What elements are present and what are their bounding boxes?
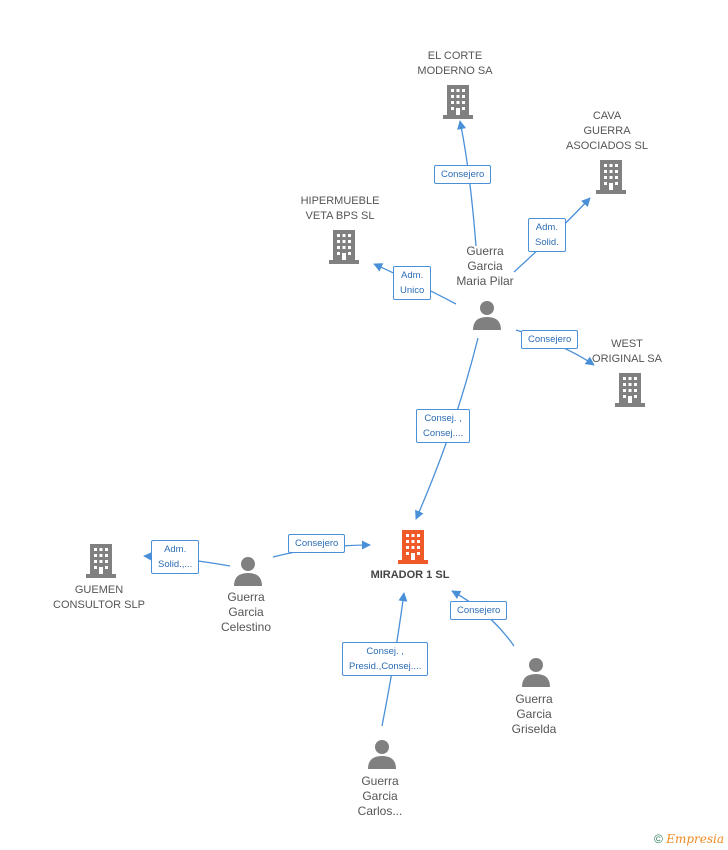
node-label-west[interactable]: WEST ORIGINAL SA: [572, 337, 682, 367]
edge-label-line: Consej. ,: [366, 646, 404, 657]
node-label-line: Guerra: [466, 244, 504, 258]
edge-label-mp-hipermueble[interactable]: Adm. Unico: [393, 266, 432, 300]
node-label-line: Griselda: [511, 722, 557, 736]
building-icon-west[interactable]: [614, 373, 646, 412]
node-label-line: EL CORTE: [427, 50, 483, 62]
edge-label-line: Solid.,...: [158, 559, 193, 570]
edge-label-line: Consejero: [528, 334, 572, 345]
person-icon-celestino[interactable]: [233, 556, 263, 591]
node-label-line: HIPERMUEBLE: [300, 195, 380, 207]
node-label-cava[interactable]: CAVA GUERRA ASOCIADOS SL: [552, 109, 662, 154]
edge-label-line: Consej....: [423, 428, 464, 439]
edge-label-cel-main[interactable]: Consejero: [288, 534, 346, 553]
edge-label-line: Unico: [400, 285, 425, 296]
node-label-line: Celestino: [220, 620, 272, 634]
node-label-line: Carlos...: [357, 804, 403, 818]
copyright-notice[interactable]: © Empresia: [654, 832, 724, 846]
edge-label-line: Solid.: [535, 237, 559, 248]
edge-label-line: Adm.: [401, 270, 424, 281]
person-icon-maria-pilar[interactable]: [472, 300, 502, 335]
empresia-logo: Empresia: [666, 832, 724, 846]
edge-label-cel-guemen[interactable]: Adm. Solid.,...: [151, 540, 200, 574]
node-label-line: Garcia: [362, 789, 398, 803]
node-label-line: MODERNO SA: [417, 65, 493, 77]
node-label-line: ASOCIADOS SL: [566, 140, 648, 152]
node-label-line: MIRADOR 1 SL: [370, 569, 450, 581]
node-label-maria-pilar[interactable]: Guerra Garcia Maria Pilar: [430, 244, 540, 289]
node-label-celestino[interactable]: Guerra Garcia Celestino: [191, 590, 301, 635]
node-label-line: Garcia: [467, 259, 503, 273]
node-label-line: GUEMEN: [74, 584, 124, 596]
node-label-line: Garcia: [516, 707, 552, 721]
node-label-carlos[interactable]: Guerra Garcia Carlos...: [325, 774, 435, 819]
building-icon-guemen[interactable]: [85, 544, 117, 583]
node-label-line: WEST: [611, 338, 643, 350]
copyright-icon: ©: [654, 832, 663, 846]
edge-label-line: Consejero: [441, 169, 485, 180]
edge-label-gri-main[interactable]: Consejero: [450, 601, 508, 620]
edge-label-line: Presid.,Consej....: [349, 661, 422, 672]
person-icon-carlos[interactable]: [367, 739, 397, 774]
node-label-line: CONSULTOR SLP: [53, 599, 145, 611]
node-label-line: Maria Pilar: [456, 274, 514, 288]
edge-label-car-main[interactable]: Consej. , Presid.,Consej....: [342, 642, 429, 676]
person-icon-griselda[interactable]: [521, 657, 551, 692]
edge-label-line: Consejero: [295, 538, 339, 549]
node-label-guemen[interactable]: GUEMEN CONSULTOR SLP: [44, 583, 154, 613]
building-icon-hipermueble[interactable]: [328, 230, 360, 269]
edge-label-line: Adm.: [535, 222, 558, 233]
building-icon-main[interactable]: [397, 530, 429, 569]
node-label-line: ORIGINAL SA: [592, 353, 662, 365]
edge-label-mp-west[interactable]: Consejero: [521, 330, 579, 349]
building-icon-el-corte[interactable]: [442, 85, 474, 124]
node-label-line: Guerra: [515, 692, 553, 706]
node-label-line: Guerra: [361, 774, 399, 788]
edge-label-line: Adm.: [164, 544, 187, 555]
node-label-line: Guerra: [227, 590, 265, 604]
edge-label-mp-cava[interactable]: Adm. Solid.: [528, 218, 566, 252]
node-label-line: GUERRA: [583, 125, 631, 137]
edge-label-line: Consej. ,: [424, 413, 462, 424]
node-label-griselda[interactable]: Guerra Garcia Griselda: [479, 692, 589, 737]
building-icon-cava[interactable]: [595, 160, 627, 199]
edge-label-line: Consejero: [457, 605, 501, 616]
node-label-line: Garcia: [228, 605, 264, 619]
node-label-hipermueble[interactable]: HIPERMUEBLE VETA BPS SL: [285, 194, 395, 224]
edge-label-mp-main[interactable]: Consej. , Consej....: [416, 409, 471, 443]
node-label-el-corte[interactable]: EL CORTE MODERNO SA: [400, 49, 510, 79]
node-label-line: CAVA: [592, 110, 622, 122]
edge-label-mp-elcorte[interactable]: Consejero: [434, 165, 492, 184]
node-label-main[interactable]: MIRADOR 1 SL: [355, 568, 465, 583]
node-label-line: VETA BPS SL: [305, 210, 375, 222]
